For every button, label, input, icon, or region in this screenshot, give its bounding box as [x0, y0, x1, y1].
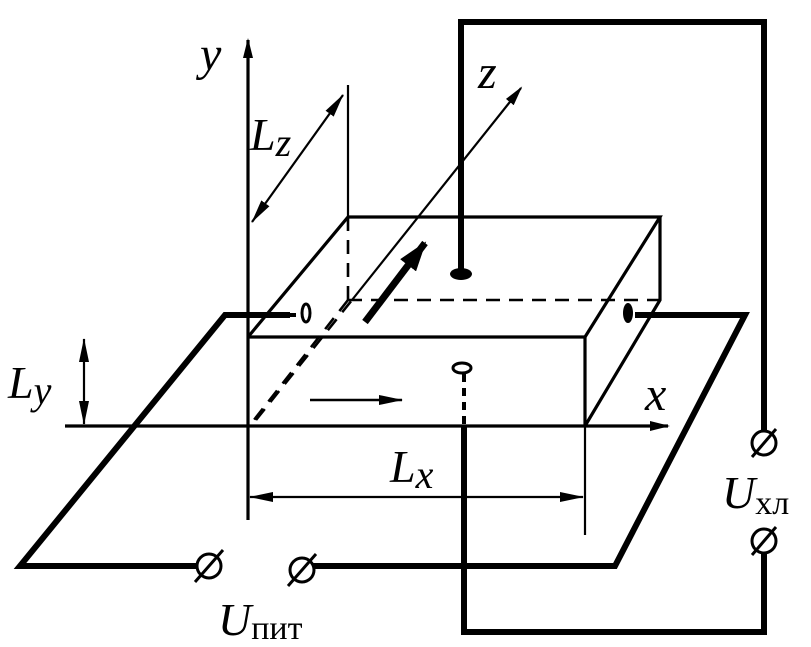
hall-contact-bottom — [451, 361, 473, 375]
hall-contact-top — [450, 268, 472, 280]
z-axis — [351, 86, 523, 301]
supply-circuit-wire-right — [310, 312, 750, 569]
u-supply-label: Uпит — [218, 594, 303, 647]
hall-circuit-wire-lower — [461, 425, 767, 635]
supply-circuit-wire — [13, 312, 290, 569]
z-axis-dashed — [254, 299, 354, 421]
terminal-hall-lower — [750, 526, 778, 556]
supply-contact-left — [300, 302, 312, 324]
lz-label: Lz — [249, 109, 292, 165]
field-arrow — [362, 240, 428, 325]
hall-circuit-wire — [458, 19, 767, 430]
axis-x-label: x — [644, 368, 666, 421]
axis-y-label: y — [195, 28, 222, 81]
lx-label: Lx — [389, 441, 434, 497]
sample-top-face — [246, 215, 663, 339]
terminal-supply-left — [193, 549, 225, 583]
supply-contact-right — [623, 303, 633, 323]
lz-dimension-arrow — [251, 94, 344, 223]
terminal-hall-upper — [750, 428, 778, 458]
sample-hidden-edge-diagonal — [248, 299, 350, 426]
terminal-supply-right — [286, 553, 318, 587]
axis-z-label: z — [477, 46, 497, 99]
sample-front-face — [248, 335, 587, 426]
u-hall-label: Uхл — [722, 467, 789, 522]
ly-label: Ly — [7, 357, 52, 413]
